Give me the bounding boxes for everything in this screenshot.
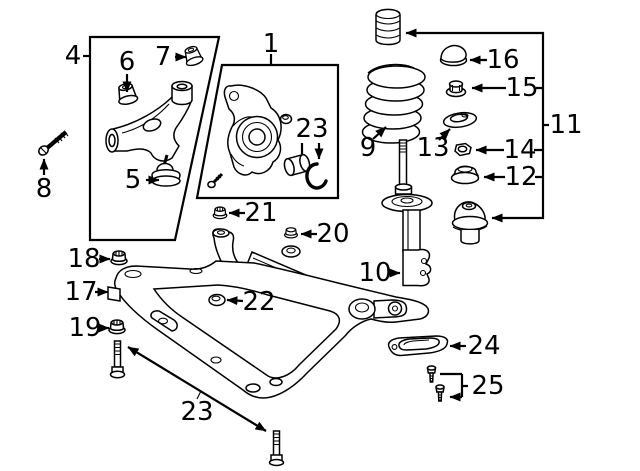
callout-10-label: 10 xyxy=(358,258,391,288)
callout-8-label: 8 xyxy=(36,174,53,204)
lower-control-arm xyxy=(105,80,193,162)
callout-23a-arrows xyxy=(300,143,319,159)
callout-4-label: 4 xyxy=(65,41,82,71)
callout-12-label: 12 xyxy=(504,162,537,192)
subframe-nut-20 xyxy=(283,227,299,239)
callout-25-bracket xyxy=(440,372,462,397)
bump-stop xyxy=(375,8,401,46)
callout-13-label: 13 xyxy=(416,133,449,163)
callout-23b-label: 23 xyxy=(180,397,213,427)
callout-22-arrow xyxy=(226,296,244,306)
gusset-bracket xyxy=(387,335,449,357)
callout-16-label: 16 xyxy=(486,45,519,75)
callout-7-label: 7 xyxy=(155,42,172,72)
callout-9-arrow xyxy=(372,126,387,140)
callout-14-label: 14 xyxy=(503,135,536,165)
callout-1-label: 1 xyxy=(263,29,280,59)
coil-spring xyxy=(361,63,426,144)
callout-23-span-arrow xyxy=(127,346,267,432)
bracket-bolt-b xyxy=(435,384,445,402)
subframe-crossmember xyxy=(107,228,430,399)
control-arm-bolt xyxy=(38,130,69,156)
callout-25-label: 25 xyxy=(471,371,504,401)
strut-nut-lower xyxy=(454,142,472,157)
subframe-nut-18 xyxy=(110,250,128,266)
steering-knuckle xyxy=(223,84,282,176)
subframe-bolt-front xyxy=(109,340,126,379)
callout-19-label: 19 xyxy=(68,313,101,343)
strut-mount-boot xyxy=(451,201,489,245)
callout-17-label: 17 xyxy=(64,277,97,307)
callout-11-dashes xyxy=(534,86,549,179)
spring-seat-cap xyxy=(439,44,468,67)
callout-25-lines xyxy=(460,374,468,397)
strut-mount-bushing xyxy=(450,165,480,185)
callout-6-label: 6 xyxy=(119,47,136,77)
callout-5-label: 5 xyxy=(125,165,142,195)
control-arm-bushing-rear xyxy=(184,45,204,67)
strut-nut-upper xyxy=(445,80,467,98)
knuckle-nut xyxy=(279,113,293,125)
callout-22-label: 22 xyxy=(242,287,275,317)
callout-18-label: 18 xyxy=(67,244,100,274)
callout-20-label: 20 xyxy=(316,219,349,249)
subframe-bolt-rear xyxy=(268,430,285,467)
spring-seat-washer xyxy=(442,111,478,129)
knuckle-pinch-bolt xyxy=(207,172,224,189)
callout-23-tick xyxy=(196,390,202,400)
callout-15-label: 15 xyxy=(505,73,538,103)
callout-9-label: 9 xyxy=(360,133,377,163)
callout-11-label: 11 xyxy=(549,110,582,140)
callout-24-label: 24 xyxy=(467,331,500,361)
bracket-bolt-a xyxy=(426,365,437,383)
callout-21-label: 21 xyxy=(244,198,277,228)
callout-13-arrow xyxy=(438,128,451,141)
callout-23a-label: 23 xyxy=(295,114,328,144)
subframe-grommet xyxy=(208,293,226,307)
subframe-nut-21 xyxy=(212,206,228,220)
subframe-nut-19 xyxy=(108,319,126,335)
